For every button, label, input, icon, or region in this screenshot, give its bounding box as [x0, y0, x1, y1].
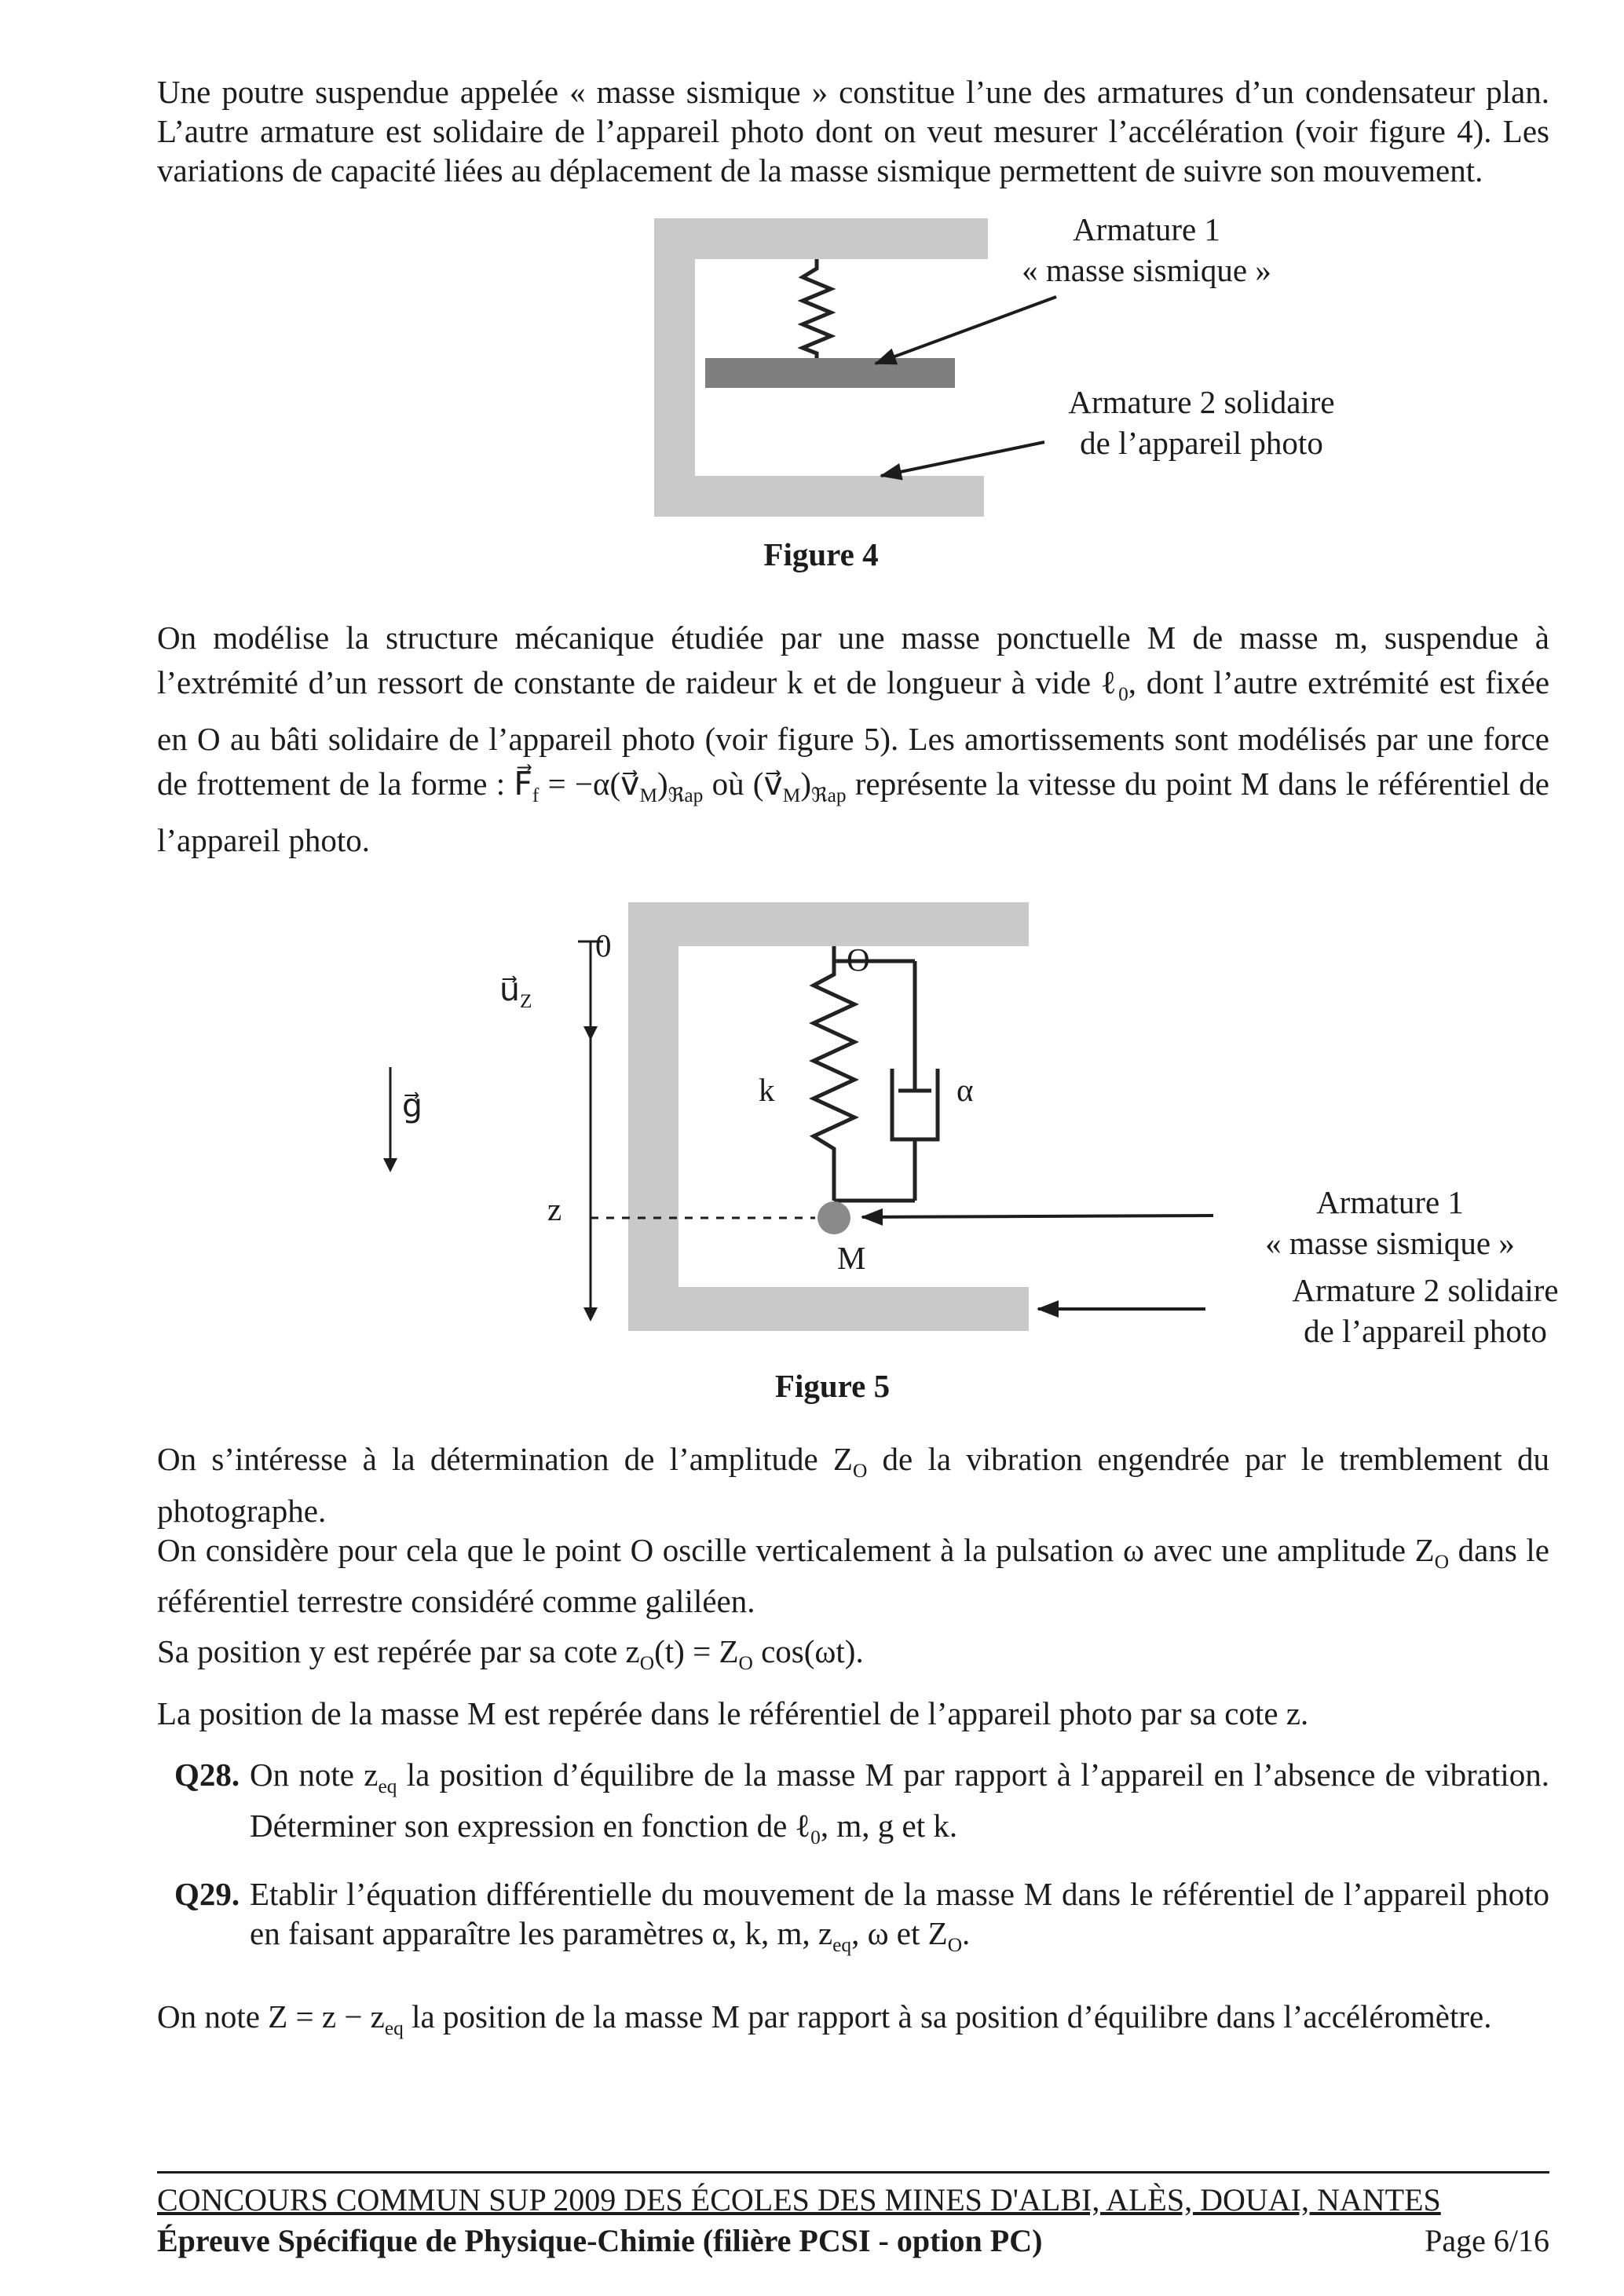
- figure-5-drawing: [383, 902, 1214, 1332]
- frame-left-bar: [654, 218, 695, 517]
- frame-bottom-bar: [654, 476, 984, 517]
- question-q28: Q28. On note zeq la position d’équilibre…: [174, 1755, 1549, 1857]
- position-formula-paragraph: Sa position y est repérée par sa cote zO…: [157, 1632, 864, 1674]
- frame-top-bar: [628, 902, 1029, 947]
- arrow-to-armature2: [880, 441, 1045, 481]
- mass-position-paragraph: La position de la masse M est repérée da…: [157, 1695, 1309, 1731]
- mass-circle: [817, 1201, 850, 1235]
- question-q29: Q29. Etablir l’équation différentielle d…: [174, 1874, 1549, 1965]
- q29-number: Q29.: [174, 1876, 240, 1913]
- frame-left-bar: [628, 902, 678, 1332]
- armature2-label-line1: Armature 2 solidaire: [1292, 1272, 1559, 1309]
- q29-text: Etablir l’équation différentielle du mou…: [250, 1876, 1549, 1957]
- mass-label: M: [837, 1240, 866, 1277]
- figure-4: Armature 1 « masse sismique » Armature 2…: [157, 203, 1549, 595]
- page-footer: CONCOURS COMMUN SUP 2009 DES ÉCOLES DES …: [157, 2171, 1549, 2261]
- figure5-armature2-label: Armature 2 solidaire de l’appareil photo: [1256, 1270, 1594, 1351]
- armature2-label-line2: de l’appareil photo: [1304, 1313, 1547, 1350]
- note-paragraph: On note Z = z − zeq la position de la ma…: [157, 1998, 1492, 2039]
- figure-4-caption: Figure 4: [763, 536, 879, 572]
- g-vector-arrowhead: [383, 1158, 397, 1173]
- model-paragraph: On modélise la structure mécanique étudi…: [157, 620, 1550, 859]
- axis-origin-label: 0: [595, 927, 612, 964]
- u-vector-label: u⃗Z: [499, 971, 532, 1013]
- frame-bottom-bar: [628, 1287, 1029, 1332]
- intro-paragraph: Une poutre suspendue appelée « masse sis…: [157, 74, 1549, 188]
- g-vector-label: g⃗: [402, 1088, 423, 1124]
- armature1-label-line2: « masse sismique »: [1265, 1225, 1515, 1262]
- oscillation-paragraph: On considère pour cela que le point O os…: [157, 1531, 1549, 1619]
- z-axis-arrowhead: [583, 1307, 598, 1322]
- figure5-armature1-label: Armature 1 « masse sismique »: [1225, 1182, 1555, 1263]
- footer-second-row: Épreuve Spécifique de Physique-Chimie (f…: [157, 2221, 1549, 2261]
- point-o-label: O: [847, 941, 870, 978]
- figure-5: 0 O u⃗Z g⃗ k α z M Armature 1 « masse si…: [157, 879, 1559, 1428]
- z-coordinate-label: z: [547, 1191, 562, 1228]
- figure4-armature1-label: Armature 1 « masse sismique »: [974, 209, 1319, 291]
- arrow-to-armature1: [874, 295, 1057, 365]
- amplitude-paragraph: On s’intéresse à la détermination de l’a…: [157, 1441, 1549, 1529]
- armature2-label-line2: de l’appareil photo: [1080, 425, 1323, 461]
- arrow-to-armature1: [861, 1208, 1214, 1227]
- spring: [809, 961, 859, 1201]
- u-vector-arrowhead: [583, 1026, 598, 1041]
- page-number: Page 6/16: [1425, 2223, 1549, 2258]
- figure-4-drawing: [654, 218, 1057, 517]
- footer-exam-title: Épreuve Spécifique de Physique-Chimie (f…: [157, 2223, 1043, 2258]
- figure4-armature2-label: Armature 2 solidaire de l’appareil photo: [1029, 382, 1374, 463]
- damper-coefficient-label: α: [956, 1072, 974, 1109]
- spring: [797, 259, 836, 358]
- frame-top-bar: [654, 218, 988, 259]
- figure-5-caption: Figure 5: [774, 1368, 891, 1405]
- q28-text: On note zeq la position d’équilibre de l…: [250, 1756, 1549, 1849]
- q28-number: Q28.: [174, 1756, 240, 1793]
- armature1-label-line2: « masse sismique »: [1022, 252, 1271, 288]
- armature1-plate: [705, 358, 955, 388]
- spring-constant-label: k: [759, 1072, 775, 1109]
- armature1-label-line1: Armature 1: [1316, 1184, 1464, 1221]
- armature1-label-line1: Armature 1: [1073, 211, 1220, 247]
- footer-concours-line: CONCOURS COMMUN SUP 2009 DES ÉCOLES DES …: [157, 2182, 1441, 2217]
- armature2-label-line1: Armature 2 solidaire: [1068, 384, 1335, 420]
